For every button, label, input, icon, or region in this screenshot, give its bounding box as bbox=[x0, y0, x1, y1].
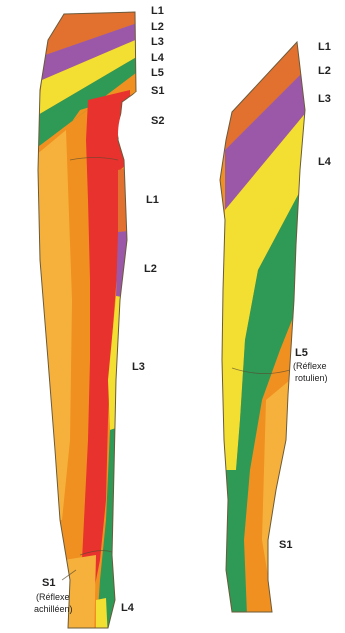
back-label-s2: S2 bbox=[151, 115, 164, 127]
front-note-patellar-1: (Réflexe bbox=[293, 361, 327, 371]
front-label-l1: L1 bbox=[318, 41, 331, 53]
front-label-s1: S1 bbox=[279, 539, 292, 551]
back-label-mid-l1: L1 bbox=[146, 194, 159, 206]
back-label-top-l2: L2 bbox=[151, 21, 164, 33]
back-label-top-s1: S1 bbox=[151, 85, 164, 97]
back-band-right-l1 bbox=[118, 165, 140, 232]
back-label-top-l5: L5 bbox=[151, 67, 164, 79]
back-label-mid-l2: L2 bbox=[144, 263, 157, 275]
front-label-l2: L2 bbox=[318, 65, 331, 77]
front-note-patellar-2: rotulien) bbox=[295, 373, 328, 383]
front-label-l4: L4 bbox=[318, 156, 332, 168]
back-label-mid-l3: L3 bbox=[132, 361, 145, 373]
back-band-right-l2 bbox=[116, 230, 140, 300]
back-label-top-l3: L3 bbox=[151, 36, 164, 48]
back-leg-s1-light-band bbox=[30, 130, 72, 520]
back-note-achilles-2: achilléen) bbox=[34, 604, 73, 614]
front-label-l3: L3 bbox=[318, 93, 331, 105]
front-label-l5: L5 bbox=[295, 347, 308, 359]
back-label-bottom-s1: S1 bbox=[42, 577, 55, 589]
front-leg bbox=[200, 0, 330, 633]
back-label-top-l1: L1 bbox=[151, 5, 164, 17]
back-label-top-l4: L4 bbox=[151, 52, 165, 64]
back-label-bottom-l4: L4 bbox=[121, 602, 135, 614]
back-note-achilles-1: (Réflexe bbox=[36, 592, 70, 602]
